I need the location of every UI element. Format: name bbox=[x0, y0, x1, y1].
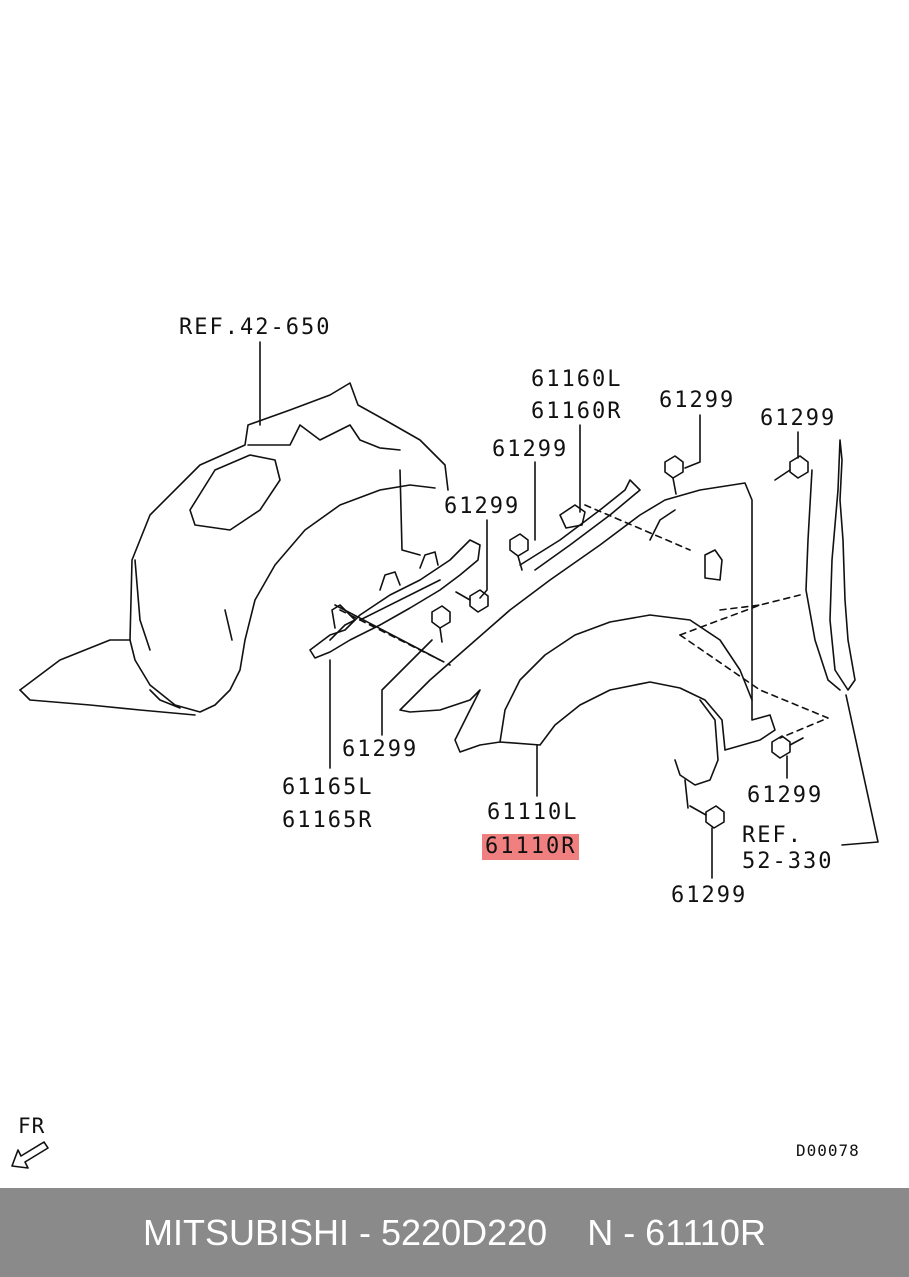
front-arrow-icon bbox=[11, 1141, 49, 1169]
part-61299-label: 61299 bbox=[492, 437, 569, 462]
part-61110R-highlighted-label[interactable]: 61110R bbox=[482, 834, 580, 860]
ref-42-650-label: REF.42-650 bbox=[179, 315, 332, 340]
part-61299-label: 61299 bbox=[760, 406, 837, 431]
leader-lines bbox=[259, 341, 879, 879]
ref-52-330-label: 52-330 bbox=[742, 849, 834, 874]
parts-diagram bbox=[19, 341, 879, 879]
part-61165L-label: 61165L bbox=[282, 775, 374, 800]
part-61299-label: 61299 bbox=[671, 883, 748, 908]
mudguard-drawing bbox=[829, 439, 856, 691]
fender-drawing bbox=[399, 479, 776, 786]
diagram-code: D00078 bbox=[796, 1141, 860, 1160]
ref-52-label: REF. bbox=[742, 823, 803, 848]
part-61299-label: 61299 bbox=[747, 783, 824, 808]
footer-brand-part: MITSUBISHI - 5220D220 bbox=[143, 1212, 548, 1253]
part-61110L-label: 61110L bbox=[487, 800, 579, 825]
footer-part-number: N - 61110R bbox=[587, 1212, 766, 1253]
fender-liner-drawing bbox=[19, 382, 449, 716]
part-61299-label: 61299 bbox=[444, 494, 521, 519]
assembly-lines bbox=[339, 504, 829, 739]
footer-bar: MITSUBISHI - 5220D220 N - 61110R bbox=[0, 1188, 909, 1277]
front-direction-label: FR bbox=[18, 1114, 46, 1138]
part-61165R-label: 61165R bbox=[282, 808, 374, 833]
part-61299-label: 61299 bbox=[342, 737, 419, 762]
part-61299-label: 61299 bbox=[659, 388, 736, 413]
part-61160R-label: 61160R bbox=[531, 399, 623, 424]
bracket-drawing bbox=[309, 539, 481, 661]
part-61160L-label: 61160L bbox=[531, 367, 623, 392]
bolt-shapes bbox=[431, 455, 809, 829]
